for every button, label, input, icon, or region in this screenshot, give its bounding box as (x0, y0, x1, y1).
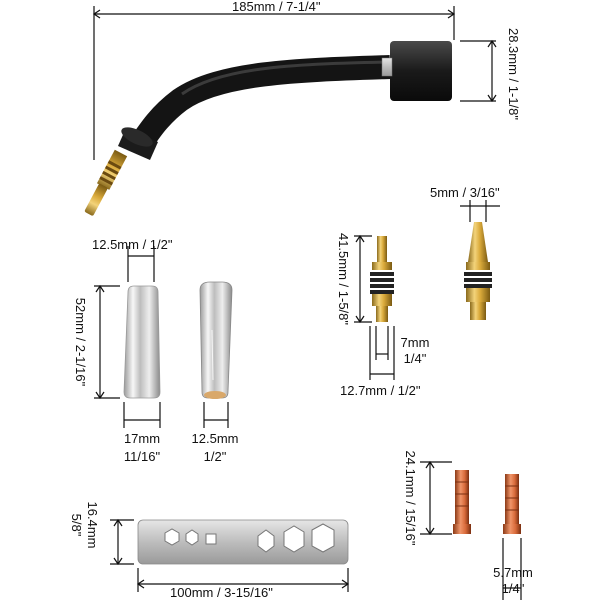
contact-tip-width-in-label: 1/4" (501, 581, 525, 596)
nozzle-b-bottom-label: 12.5mm (191, 431, 239, 446)
nozzle-a-bottom-in-label: 11/16" (123, 449, 161, 464)
wrench-width-in-label: 5/8" (69, 513, 84, 537)
wrench-length-label: 100mm / 3-15/16" (170, 585, 273, 600)
nozzle-b-bottom-in-label: 1/2" (203, 449, 227, 464)
neck-length-label: 185mm / 7-1/4" (232, 0, 321, 14)
diffuser-thread-label: 7mm (400, 335, 430, 350)
nozzle-top-label: 12.5mm / 1/2" (92, 237, 173, 252)
diffuser-thread-in-label: 1/4" (403, 351, 427, 366)
torch-neck (84, 6, 497, 216)
nozzles (94, 246, 233, 428)
contact-tips (420, 460, 522, 600)
diffuser-length-label: 41.5mm / 1-5/8" (336, 232, 351, 326)
contact-tip-length-label: 24.1mm / 15/16" (403, 450, 418, 546)
contact-tip-width-label: 5.7mm (493, 565, 533, 580)
gas-diffusers (354, 200, 500, 380)
nozzle-length-label: 52mm / 2-1/16" (73, 297, 88, 387)
neck-diameter-label: 28.3mm / 1-1/8" (506, 27, 521, 121)
diffuser-width-label: 12.7mm / 1/2" (340, 383, 421, 398)
tip-diameter-label: 5mm / 3/16" (430, 185, 500, 200)
nozzle-a-bottom-label: 17mm (123, 431, 161, 446)
wrench (110, 518, 350, 592)
wrench-width-label: 16.4mm (85, 501, 100, 549)
